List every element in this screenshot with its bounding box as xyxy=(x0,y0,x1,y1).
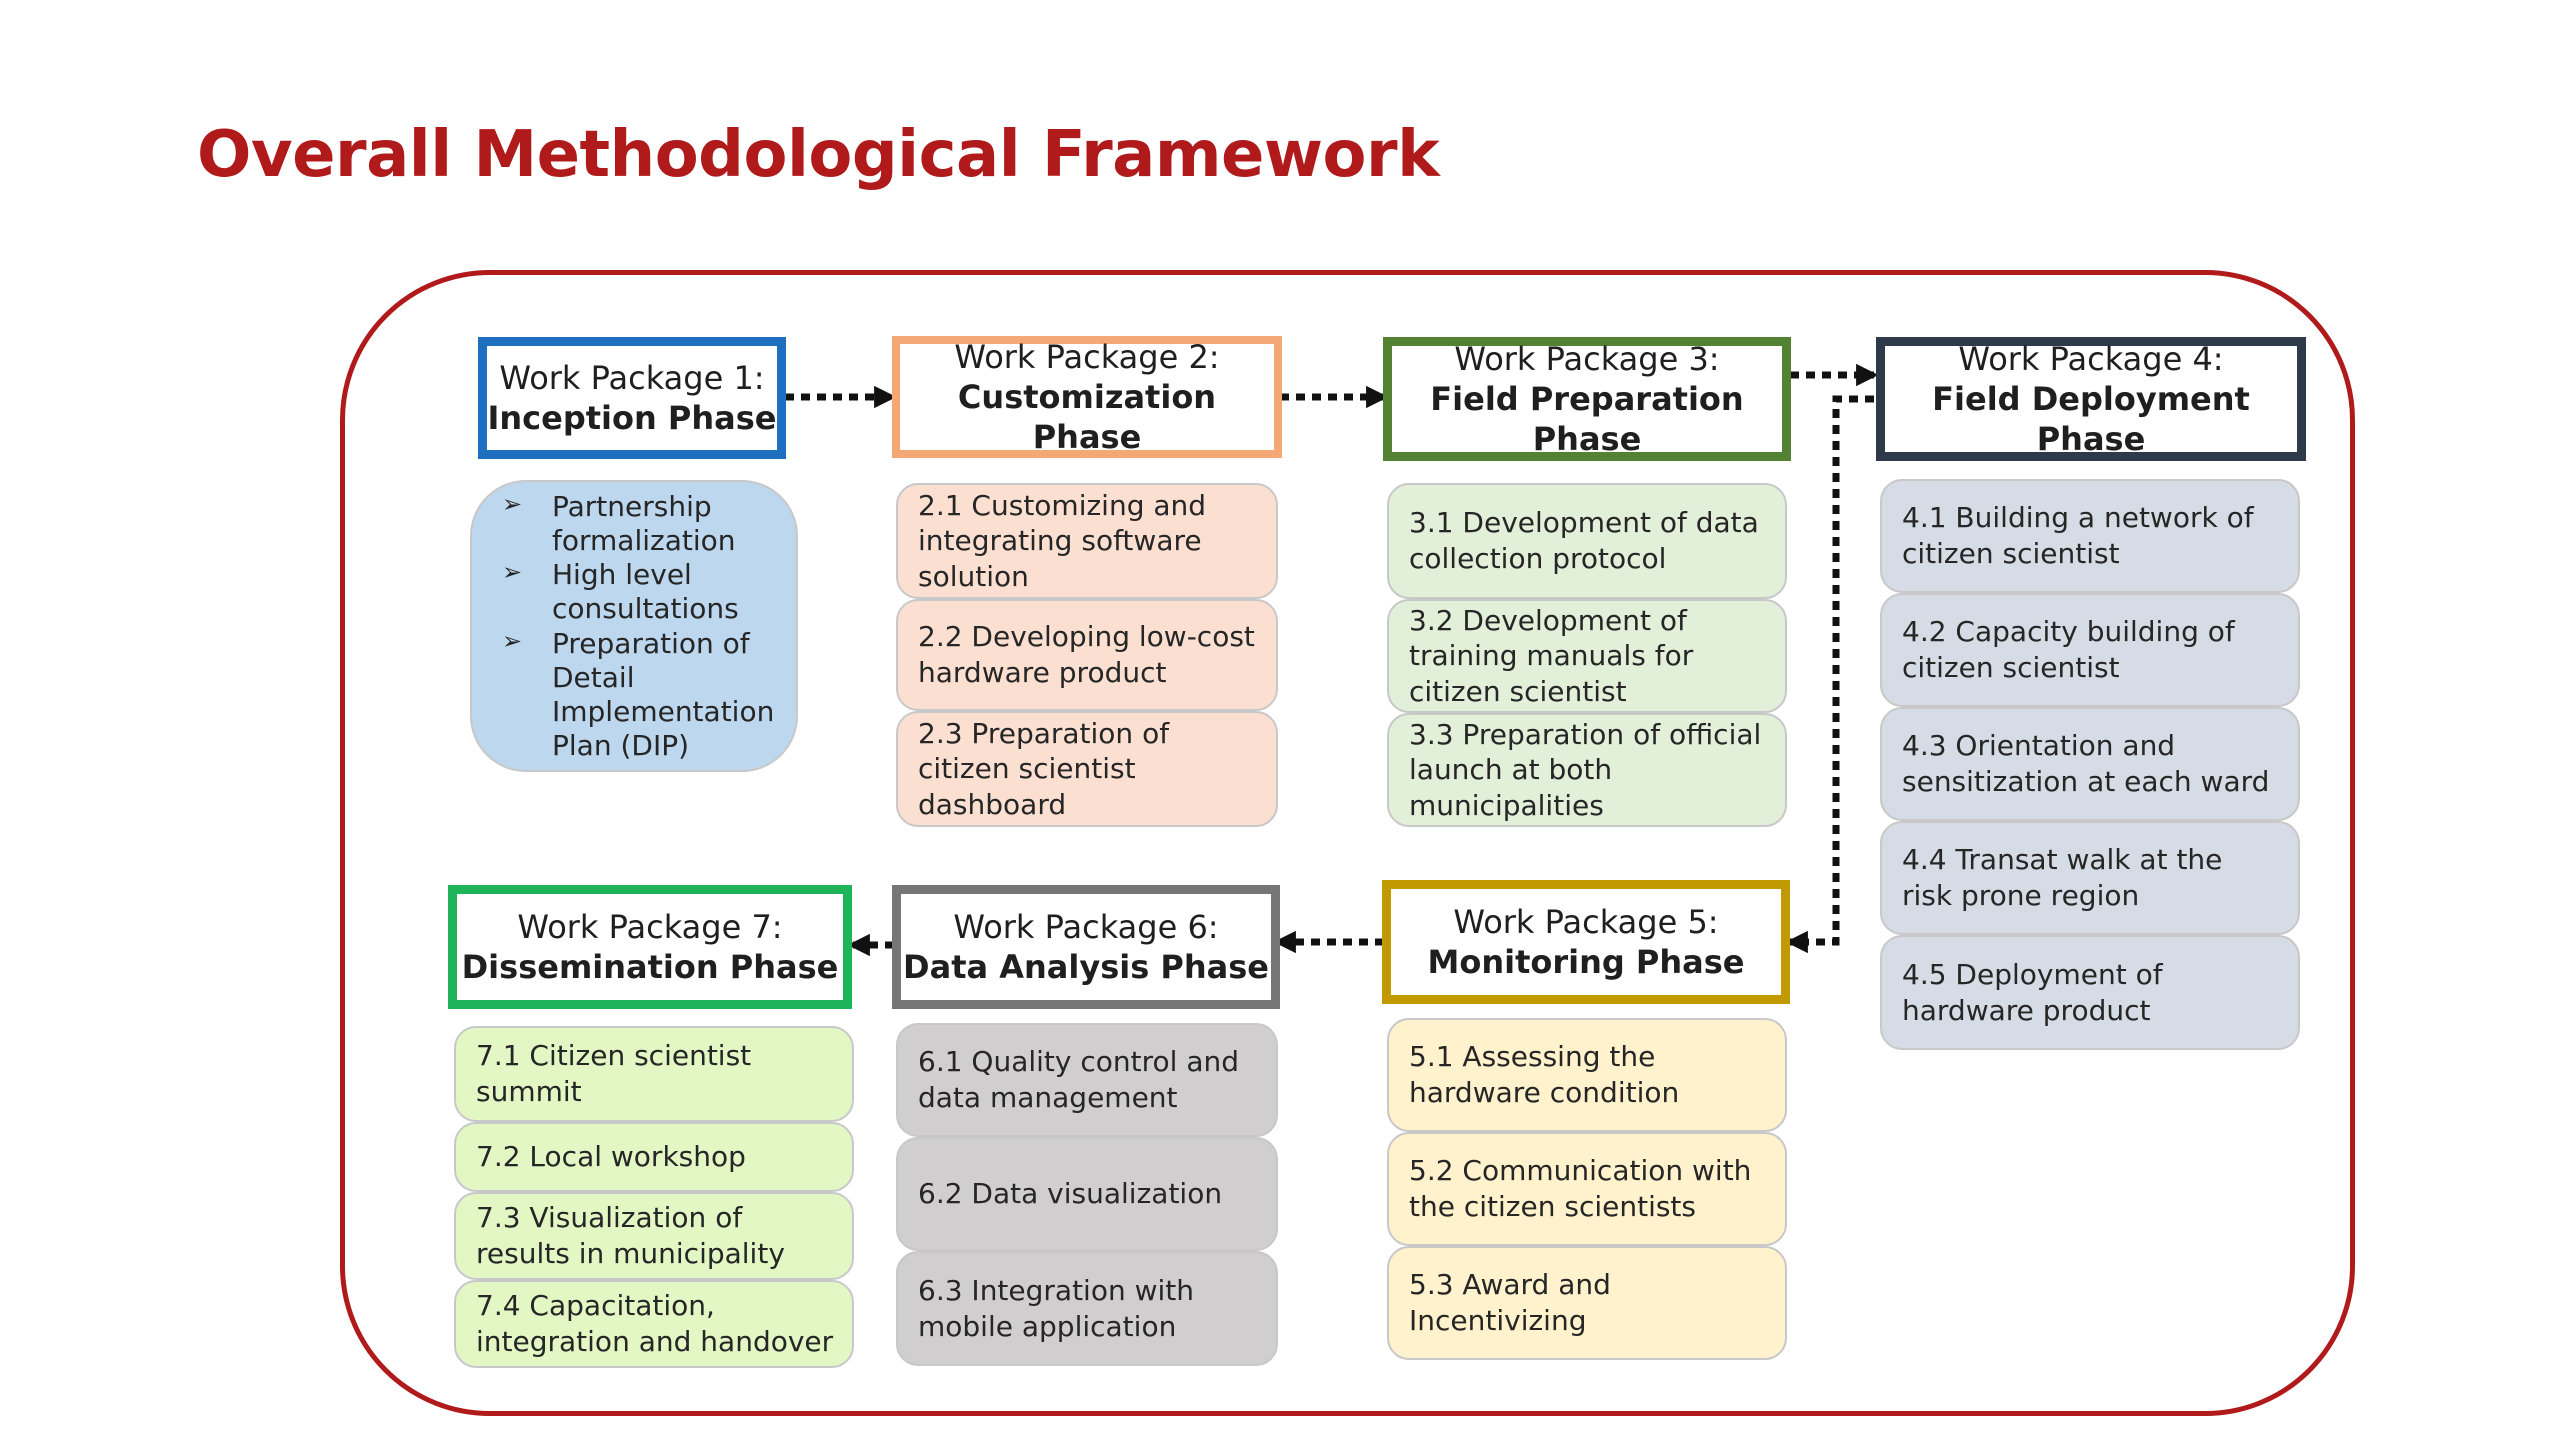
wp-heading: Work Package 4: xyxy=(1958,340,2224,378)
work-package-5-box: Work Package 5: Monitoring Phase xyxy=(1382,880,1790,1004)
wp-heading: Work Package 7: xyxy=(517,908,783,946)
wp-phase: Monitoring Phase xyxy=(1427,943,1745,981)
activity-7-3: 7.3 Visualization of results in municipa… xyxy=(454,1192,854,1280)
activity-4-1: 4.1 Building a network of citizen scient… xyxy=(1880,479,2300,593)
wp-heading: Work Package 2: xyxy=(954,338,1220,376)
wp-heading: Work Package 1: xyxy=(499,359,765,397)
framework-frame xyxy=(340,270,2355,1416)
wp-heading: Work Package 5: xyxy=(1453,903,1719,941)
activity-2-3: 2.3 Preparation of citizen scientist das… xyxy=(896,711,1278,827)
wp-phase: Field Deployment Phase xyxy=(1932,380,2250,458)
list-item: ➢Partnership formalization xyxy=(502,490,736,558)
list-item: ➢Preparation of Detail Implementation Pl… xyxy=(502,626,775,763)
work-package-2-box: Work Package 2: Customization Phase xyxy=(892,336,1282,458)
activity-4-4: 4.4 Transat walk at the risk prone regio… xyxy=(1880,821,2300,935)
arrowhead-bullet-icon: ➢ xyxy=(502,626,523,655)
wp-phase: Field Preparation Phase xyxy=(1430,380,1744,458)
activity-7-4: 7.4 Capacitation, integration and handov… xyxy=(454,1280,854,1368)
activity-4-2: 4.2 Capacity building of citizen scienti… xyxy=(1880,593,2300,707)
activity-6-1: 6.1 Quality control and data management xyxy=(896,1023,1278,1137)
arrow-wp3-to-wp5 xyxy=(1785,395,1874,954)
work-package-1-box: Work Package 1: Inception Phase xyxy=(478,337,786,459)
wp-phase: Data Analysis Phase xyxy=(903,948,1269,986)
arrowhead-bullet-icon: ➢ xyxy=(502,490,523,518)
work-package-1-activities: ➢Partnership formalization ➢High level c… xyxy=(470,480,798,772)
wp-phase: Customization Phase xyxy=(957,378,1217,456)
activity-4-5: 4.5 Deployment of hardware product xyxy=(1880,935,2300,1050)
wp-phase: Dissemination Phase xyxy=(461,948,839,986)
arrowhead-bullet-icon: ➢ xyxy=(502,558,523,587)
work-package-7-box: Work Package 7: Dissemination Phase xyxy=(448,885,852,1009)
activity-7-2: 7.2 Local workshop xyxy=(454,1122,854,1192)
activity-3-1: 3.1 Development of data collection proto… xyxy=(1387,483,1787,599)
activity-3-2: 3.2 Development of training manuals for … xyxy=(1387,599,1787,713)
work-package-3-box: Work Package 3: Field Preparation Phase xyxy=(1383,337,1791,461)
wp-heading: Work Package 3: xyxy=(1454,340,1720,378)
activity-5-3: 5.3 Award and Incentivizing xyxy=(1387,1246,1787,1360)
work-package-6-box: Work Package 6: Data Analysis Phase xyxy=(892,885,1280,1009)
activity-5-2: 5.2 Communication with the citizen scien… xyxy=(1387,1132,1787,1246)
wp-heading: Work Package 6: xyxy=(953,908,1219,946)
activity-6-3: 6.3 Integration with mobile application xyxy=(896,1251,1278,1366)
work-package-4-box: Work Package 4: Field Deployment Phase xyxy=(1876,337,2306,461)
activity-4-3: 4.3 Orientation and sensitization at eac… xyxy=(1880,707,2300,821)
activity-7-1: 7.1 Citizen scientist summit xyxy=(454,1026,854,1122)
activity-2-2: 2.2 Developing low-cost hardware product xyxy=(896,599,1278,711)
list-item: ➢High level consultations xyxy=(502,558,739,626)
wp-phase: Inception Phase xyxy=(487,399,777,437)
activity-2-1: 2.1 Customizing and integrating software… xyxy=(896,483,1278,599)
activity-6-2: 6.2 Data visualization xyxy=(896,1137,1278,1251)
activity-3-3: 3.3 Preparation of official launch at bo… xyxy=(1387,713,1787,827)
page-title: Overall Methodological Framework xyxy=(197,118,1440,192)
activity-5-1: 5.1 Assessing the hardware condition xyxy=(1387,1018,1787,1132)
